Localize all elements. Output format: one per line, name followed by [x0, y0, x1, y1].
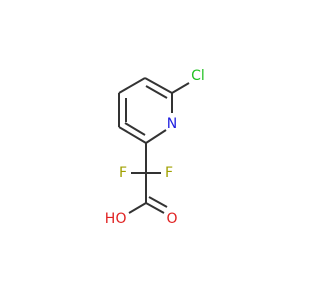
hydroxyl-oxygen-label: O — [115, 211, 126, 227]
fluorine-left-label: F — [119, 165, 127, 181]
bond-carbonyl-outer — [145, 202, 165, 214]
carbonyl-oxygen-label: O — [166, 211, 177, 227]
bond-c5-chlorine — [171, 82, 190, 94]
molecule-structure-diagram: Cl N F F O O H — [105, 68, 205, 227]
chlorine-label: Cl — [191, 68, 205, 84]
ring-bond-n1-c2 — [145, 129, 167, 144]
ring-bond-c2-c3ring — [118, 126, 147, 144]
ring-bond-c2-c3ring-inner — [124, 122, 146, 136]
nitrogen-label: N — [167, 116, 177, 132]
bond-carboxyl-hydroxyl — [128, 202, 147, 214]
ring-bond-c4-c5-inner — [145, 85, 168, 99]
bond-carbonyl-inner — [148, 196, 168, 208]
hydroxyl-hydrogen-label: H — [105, 211, 116, 227]
ring-bond-c4-c5 — [144, 77, 173, 94]
ring-bond-c3-c4 — [118, 77, 146, 94]
fluorine-right-label: F — [165, 165, 173, 181]
